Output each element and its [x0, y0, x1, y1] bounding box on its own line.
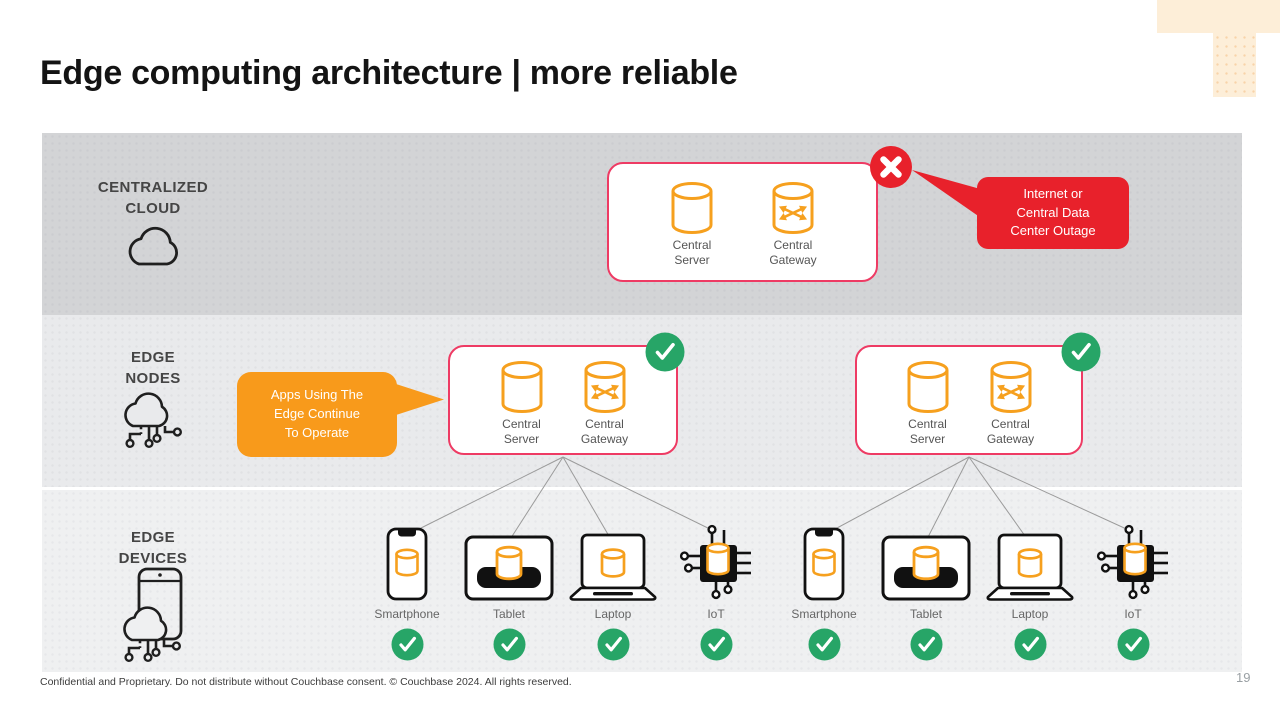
- check-badge-icon: [391, 628, 424, 661]
- device-label: Smartphone: [791, 607, 857, 621]
- central-gateway: Central Gateway: [751, 181, 835, 268]
- device-label: Tablet: [909, 607, 943, 621]
- laptop-icon: [982, 528, 1078, 602]
- laptop-icon: [565, 528, 661, 602]
- check-badge-icon: [1061, 332, 1101, 372]
- check-badge-icon: [597, 628, 630, 661]
- device-tablet: Tablet: [870, 528, 982, 661]
- device-smartphone: Smartphone: [768, 527, 880, 661]
- central-gateway-label: Central Gateway: [580, 417, 629, 446]
- check-badge-icon: [1117, 628, 1150, 661]
- smartphone-cloud-icon: [58, 566, 248, 666]
- tablet-icon: [463, 528, 555, 602]
- central-gateway-label: Central Gateway: [986, 417, 1035, 446]
- central-gateway: Central Gateway: [969, 360, 1052, 447]
- check-badge-icon: [1014, 628, 1047, 661]
- central-server: Central Server: [650, 181, 734, 268]
- central-server: Central Server: [480, 360, 563, 447]
- device-label: Smartphone: [374, 607, 440, 621]
- device-label: Laptop: [594, 607, 632, 621]
- outage-callout: Internet or Central Data Center Outage: [977, 177, 1129, 249]
- centralized-cloud-label: CENTRALIZED CLOUD: [97, 179, 209, 217]
- footer-confidentiality: Confidential and Proprietary. Do not dis…: [40, 676, 572, 688]
- edge-devices-label: EDGE DEVICES: [118, 529, 188, 567]
- check-badge-icon: [808, 628, 841, 661]
- tablet-icon: [880, 528, 972, 602]
- x-badge-icon: [869, 145, 913, 189]
- check-badge-icon: [493, 628, 526, 661]
- decor-bar-vertical: [1213, 33, 1256, 97]
- smartphone-icon: [802, 527, 846, 602]
- page-title: Edge computing architecture | more relia…: [40, 54, 738, 92]
- device-tablet: Tablet: [453, 528, 565, 661]
- database-sync-icon: [584, 361, 625, 413]
- device-smartphone: Smartphone: [351, 527, 463, 661]
- database-sync-icon: [990, 361, 1031, 413]
- database-icon: [501, 361, 542, 413]
- apps-callout: Apps Using The Edge Continue To Operate: [237, 372, 397, 457]
- page-number: 19: [1236, 670, 1251, 685]
- central-server: Central Server: [886, 360, 969, 447]
- device-label: IoT: [1124, 607, 1142, 621]
- device-iot: IoT: [660, 524, 772, 661]
- device-label: IoT: [707, 607, 725, 621]
- central-cloud-box: Central Server: [607, 162, 878, 282]
- cloud-circuit-icon: [58, 392, 248, 456]
- device-label: Laptop: [1011, 607, 1049, 621]
- edge-nodes-label: EDGE NODES: [125, 349, 181, 387]
- central-server-label: Central Server: [672, 238, 712, 267]
- edge-node-box-2: Central Server: [855, 345, 1083, 455]
- decor-bar-horizontal: [1157, 0, 1280, 33]
- central-server-label: Central Server: [908, 417, 947, 446]
- device-laptop: Laptop: [557, 528, 669, 661]
- iot-chip-icon: [676, 524, 756, 602]
- check-badge-icon: [645, 332, 685, 372]
- device-iot: IoT: [1077, 524, 1189, 661]
- smartphone-icon: [385, 527, 429, 602]
- database-icon: [907, 361, 948, 413]
- device-laptop: Laptop: [974, 528, 1086, 661]
- central-gateway: Central Gateway: [563, 360, 646, 447]
- device-label: Tablet: [492, 607, 526, 621]
- check-badge-icon: [910, 628, 943, 661]
- database-sync-icon: [772, 182, 814, 234]
- cloud-icon: [58, 226, 248, 272]
- central-server-label: Central Server: [502, 417, 541, 446]
- iot-chip-icon: [1093, 524, 1173, 602]
- edge-node-box-1: Central Server: [448, 345, 678, 455]
- check-badge-icon: [700, 628, 733, 661]
- central-gateway-label: Central Gateway: [769, 238, 817, 267]
- database-icon: [671, 182, 713, 234]
